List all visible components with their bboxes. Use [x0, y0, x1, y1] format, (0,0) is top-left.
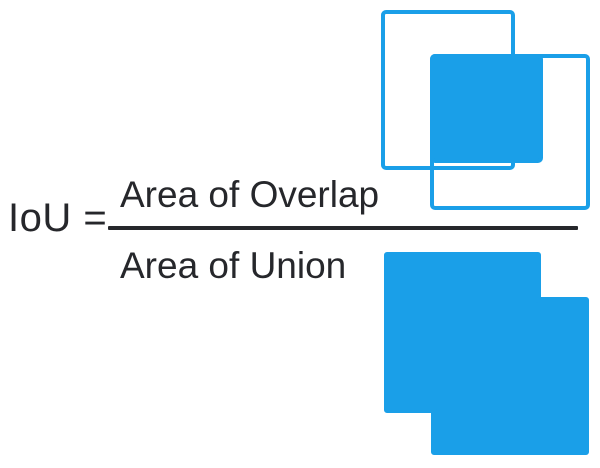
denominator-label: Area of Union: [120, 245, 347, 286]
overlap-intersection-fill: [430, 54, 543, 163]
iou-label: IoU =: [8, 196, 108, 240]
union-diagram: [370, 240, 600, 468]
numerator-label: Area of Overlap: [120, 174, 380, 215]
union-diagram-svg: [384, 252, 589, 455]
overlap-diagram-svg: [381, 10, 590, 210]
overlap-diagram: [370, 0, 600, 225]
union-filled-shape: [384, 252, 589, 455]
fraction-bar: [108, 226, 578, 230]
